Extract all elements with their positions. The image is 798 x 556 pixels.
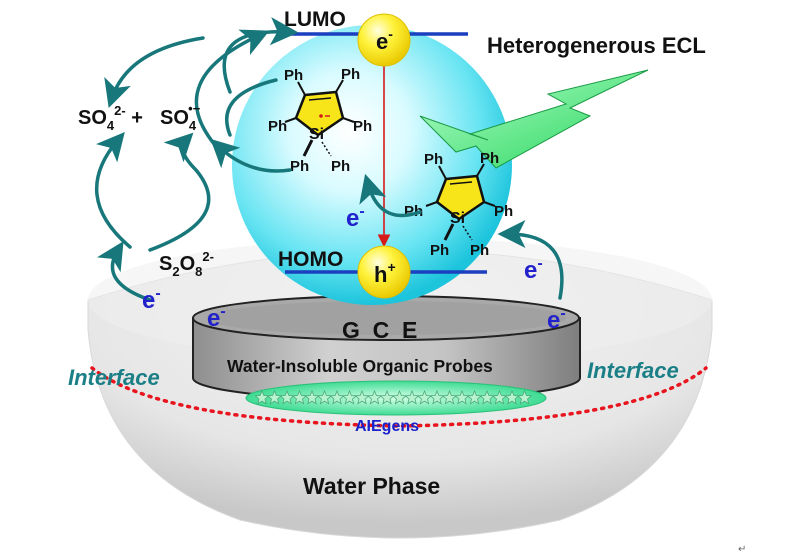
svg-text:Ph: Ph — [424, 151, 443, 168]
svg-text:Si: Si — [450, 210, 465, 227]
svg-text:e-: e- — [346, 203, 365, 232]
electron-ball — [357, 13, 411, 67]
svg-text:e-: e- — [207, 303, 226, 332]
electron-symbols: e- e- e- e- e- — [142, 203, 566, 334]
reaction-arrows — [95, 17, 564, 302]
hole-ball-label: h+ — [374, 259, 396, 287]
svg-text:Ph: Ph — [494, 203, 513, 220]
aiegen-star — [516, 389, 533, 405]
svg-text:Ph: Ph — [341, 66, 360, 83]
lightning-bolt-icon — [419, 69, 649, 169]
svg-text:Ph: Ph — [331, 158, 350, 175]
silole-molecule-neutral: Si Ph Ph Ph Ph Ph Ph — [404, 150, 513, 259]
aiegens-label: AIEgens — [355, 418, 419, 435]
svg-text:Ph: Ph — [353, 118, 372, 135]
so4-radical-label: SO4•− — [160, 101, 201, 133]
svg-text:Si: Si — [309, 126, 324, 143]
heterogeneous-ecl-label: Heterogenerous ECL — [487, 33, 706, 58]
svg-text:e-: e- — [547, 305, 566, 334]
gce-electrode — [192, 295, 581, 402]
interface-dotted-line — [90, 366, 708, 428]
svg-text:Ph: Ph — [290, 158, 309, 175]
probes-label: Water-Insoluble Organic Probes — [227, 356, 493, 376]
return-mark: ↵ — [738, 544, 746, 555]
svg-text:Ph: Ph — [268, 118, 287, 135]
lumo-label: LUMO — [284, 8, 346, 31]
svg-text:Ph: Ph — [430, 242, 449, 259]
interface-label-right: Interface — [587, 358, 679, 383]
homo-label: HOMO — [278, 248, 343, 271]
svg-text:Ph: Ph — [470, 242, 489, 259]
water-phase-label: Water Phase — [303, 473, 440, 499]
electron-ball-label: e- — [376, 26, 393, 54]
aiegens-stars — [254, 389, 533, 405]
svg-text:e-: e- — [142, 285, 161, 314]
silole-molecule-radical: Si Ph Ph Ph Ph Ph Ph — [268, 66, 372, 175]
interface-label-left: Interface — [68, 365, 160, 390]
svg-text:Ph: Ph — [284, 67, 303, 84]
gce-label: G C E — [342, 317, 417, 343]
so4-dianion-label: SO42- + — [78, 103, 143, 133]
organic-probe-sphere — [232, 25, 512, 305]
svg-text:e-: e- — [524, 255, 543, 284]
s2o8-label: S2O82- — [159, 249, 214, 279]
svg-text:Ph: Ph — [480, 150, 499, 167]
hole-ball — [357, 245, 411, 299]
